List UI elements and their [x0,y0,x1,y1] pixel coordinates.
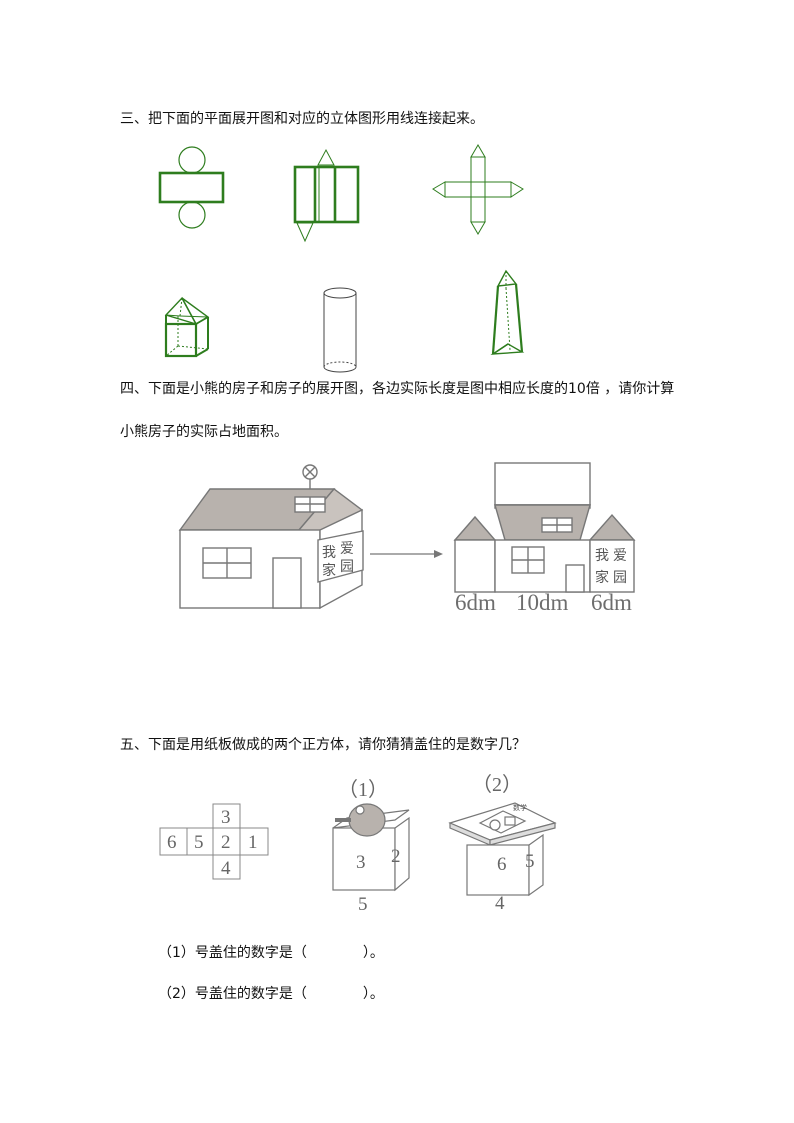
sign-char: 园 [340,560,354,575]
q5-title: 五、下面是用纸板做成的两个正方体，请你猜猜盖住的是数字几？ [120,737,526,753]
cube2-below: 4 [495,893,505,914]
cube2-side: 5 [525,851,535,872]
net-num: 6 [167,832,177,853]
net-cross-prism [432,144,524,235]
cube1-below: 5 [358,894,368,915]
net-num-bottom: 4 [221,858,231,879]
cube1-illustration: 3 2 5 [332,803,410,915]
net-triangular-prism [293,148,360,243]
net-num-top: 3 [221,807,231,828]
q3-title: 三、把下面的平面展开图和对应的立体图形用线连接起来。 [120,111,484,127]
dim-right: 6dm [591,590,632,615]
sign-char: 我 [595,548,609,564]
net-num: 2 [221,832,231,853]
cube1-label: （1） [338,779,388,801]
answer-line-1: （1）号盖住的数字是（ ）。 [158,945,384,961]
sign-char: 家 [595,569,609,586]
net-num: 5 [194,832,204,853]
sign-char: 我 [322,545,336,561]
cube2-label: （2） [472,774,522,796]
answer-line-2: （2）号盖住的数字是（ ）。 [158,986,384,1002]
q4-text-line1: 四、下面是小熊的房子和房子的展开图，各边实际长度是图中相应长度的10倍 ，请你计… [120,381,675,397]
solid-tall-prism [490,269,525,355]
cube1-front: 3 [356,852,366,873]
bear-house-illustration: 我 爱 家 园 [178,464,364,610]
dim-middle: 10dm [516,590,569,615]
q4-text-line2: 小熊房子的实际占地面积。 [120,424,288,440]
cube2-illustration: 数学 6 5 4 [448,802,557,914]
sign-char: 家 [322,562,336,579]
dim-left: 6dm [455,590,496,615]
solid-cylinder [323,287,357,373]
sign-char: 爱 [340,541,354,557]
solid-house-prism [164,296,210,358]
book-tag: 数学 [513,803,527,812]
house-net-illustration: 我 爱 家 园 [453,462,636,593]
arrow-right-icon [370,550,443,558]
net-num: 1 [248,832,258,853]
net-cylinder [158,146,225,229]
cube1-side: 2 [391,846,401,867]
cube-net: 3 6 5 2 1 4 [159,803,269,880]
sign-char: 园 [613,571,627,586]
sign-char: 爱 [613,548,627,564]
cube2-front: 6 [497,854,507,875]
